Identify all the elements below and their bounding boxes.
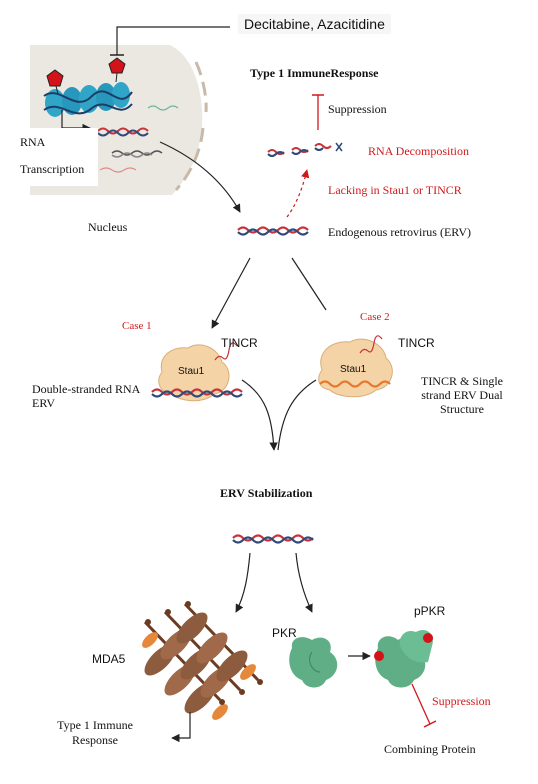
erv-strand (237, 226, 309, 236)
stabilized-erv (232, 534, 314, 544)
lacking-arrow (286, 169, 310, 218)
case2-line (291, 257, 327, 311)
nucleus-rna-strands (97, 105, 179, 173)
decomposed-rna (267, 142, 343, 157)
mda5-filament (142, 601, 263, 720)
ppkr-label: pPKR (414, 604, 446, 618)
right-desc-line1: TINCR & Single (420, 374, 503, 388)
case2-label: Case 2 (360, 311, 390, 323)
drugs-label: Decitabine, Azacitidine (238, 14, 391, 34)
rna-label: RNA (20, 135, 46, 149)
export-arrow (159, 141, 241, 213)
ppkr-protein (374, 629, 433, 688)
case2-complex (318, 335, 393, 398)
drug-inhibition (110, 26, 230, 56)
methyl-marks (46, 57, 126, 95)
chromatin-histones (43, 82, 133, 133)
suppression-bottom (411, 683, 437, 728)
pkr-arrow (295, 552, 313, 613)
rna-label-box (14, 128, 98, 186)
mda5-to-response-arrow (171, 712, 191, 743)
lacking-label: Lacking in Stau1 or TINCR (328, 183, 462, 197)
stau1-left-label: Stau1 (178, 366, 205, 377)
type1-line1: Type 1 Immune (57, 718, 133, 732)
tincr-right-label: TINCR (398, 336, 435, 350)
case1-complex (151, 342, 243, 402)
type1-line2: Response (72, 733, 118, 747)
pkr-protein (289, 637, 338, 688)
tincr-left-label: TINCR (221, 336, 258, 350)
nucleus-label: Nucleus (88, 220, 128, 234)
converge-left (241, 379, 278, 451)
right-desc-line2: strand ERV Dual (421, 388, 503, 402)
mda5-arrow (235, 552, 251, 613)
transcription-label: Transcription (20, 162, 85, 176)
case1-arrow (211, 257, 251, 329)
stau1-right-label: Stau1 (340, 364, 367, 375)
suppression-top (312, 94, 324, 130)
converge-right (277, 379, 317, 451)
suppression-top-label: Suppression (328, 102, 387, 116)
suppression-bottom-label: Suppression (432, 694, 491, 708)
stabilization-title: ERV Stabilization (220, 486, 313, 500)
rna-decomposition-label: RNA Decomposition (368, 144, 469, 158)
right-desc-line3: Structure (440, 402, 484, 416)
combining-protein-label: Combining Protein (384, 742, 476, 756)
left-desc-line2: ERV (32, 396, 56, 410)
left-desc-line1: Double-stranded RNA (32, 382, 141, 396)
type1-title: Type 1 ImmuneResponse (250, 66, 379, 80)
mda5-label: MDA5 (92, 652, 126, 666)
erv-label: Endogenous retrovirus (ERV) (328, 225, 472, 239)
pkr-label: PKR (272, 626, 297, 640)
case1-label: Case 1 (122, 320, 152, 332)
